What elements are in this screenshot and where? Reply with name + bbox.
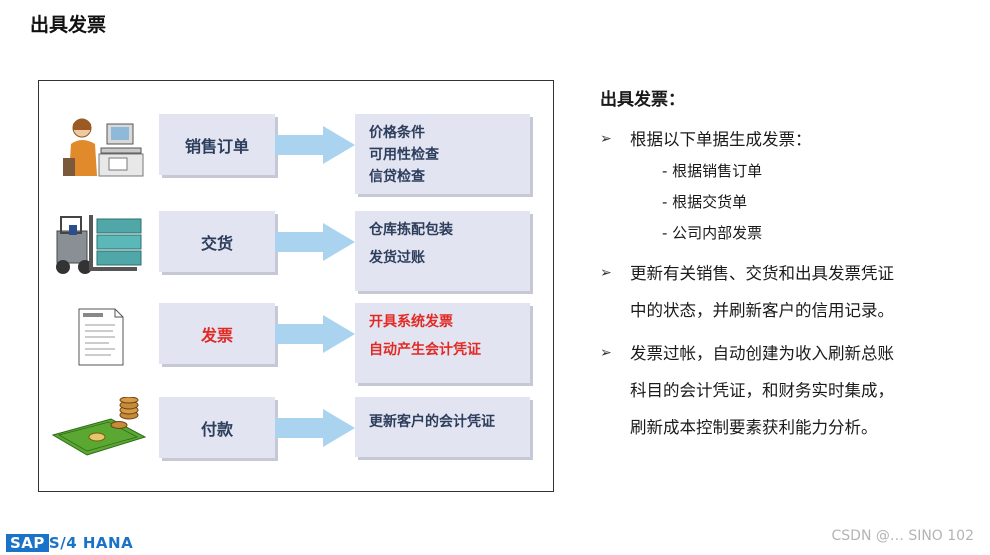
arrow-icon (275, 315, 355, 353)
bullet-text-line: 中的状态，并刷新客户的信用记录。 (630, 301, 894, 320)
stage-invoice: 发票 开具系统发票 自动产生会计凭证 (39, 303, 553, 383)
step-delivery: 交货 (159, 211, 275, 272)
arrow-icon (275, 223, 355, 261)
invoice-document-icon (78, 308, 124, 366)
arrow-icon (275, 126, 355, 164)
step-sales-order: 销售订单 (159, 114, 275, 175)
detail-item: 价格条件 (369, 125, 425, 141)
step-invoice: 发票 (159, 303, 275, 364)
step-label: 交货 (200, 233, 233, 253)
page-title: 出具发票 (30, 14, 107, 36)
detail-item: 开具系统发票 (369, 314, 453, 330)
stage-sales-order: 销售订单 价格条件 可用性检查 信贷检查 (39, 114, 553, 194)
detail-item: 更新客户的会计凭证 (369, 414, 495, 430)
arrow-bullet-icon: ➢ (600, 265, 612, 281)
process-diagram: 销售订单 价格条件 可用性检查 信贷检查 交货 (38, 80, 554, 492)
details-sales-order: 价格条件 可用性检查 信贷检查 (355, 114, 530, 194)
detail-item: 自动产生会计凭证 (369, 342, 481, 358)
bullet-text-line: 刷新成本控制要素获利能力分析。 (630, 418, 878, 437)
notes-panel: 出具发票： ➢ 根据以下单据生成发票： - 根据销售订单 - 根据交货单 - 公… (600, 85, 960, 446)
forklift-with-boxes-icon (56, 215, 142, 274)
bullet-text-line: 科目的会计凭证，和财务实时集成， (630, 381, 894, 400)
cash-and-coins-icon (51, 397, 147, 456)
sublist: - 根据销售订单 - 根据交货单 - 公司内部发票 (600, 156, 960, 249)
sub-item: - 根据交货单 (662, 193, 748, 211)
stage-delivery: 交货 仓库拣配包装 发货过账 (39, 211, 553, 291)
sales-clerk-at-computer-icon (63, 118, 144, 177)
arrow-bullet-icon: ➢ (600, 131, 612, 147)
arrow-bullet-icon: ➢ (600, 345, 612, 361)
bullet-text: 根据以下单据生成发票： (630, 130, 812, 149)
bullet-source-documents: ➢ 根据以下单据生成发票： (600, 123, 960, 156)
detail-item: 可用性检查 (369, 147, 439, 163)
bullet-update-status: ➢ 更新有关销售、交货和出具发票凭证 中的状态，并刷新客户的信用记录。 (600, 255, 960, 329)
detail-item: 发货过账 (369, 250, 425, 266)
step-label: 发票 (200, 325, 233, 345)
sub-item: - 根据销售订单 (662, 162, 763, 180)
step-label: 付款 (200, 419, 233, 439)
detail-item: 信贷检查 (369, 169, 425, 185)
details-delivery: 仓库拣配包装 发货过账 (355, 211, 530, 291)
arrow-icon (275, 409, 355, 447)
bullet-text-line: 更新有关销售、交货和出具发票凭证 (630, 264, 894, 283)
sub-item: - 公司内部发票 (662, 224, 763, 242)
watermark: CSDN @… SINO 102 (831, 528, 975, 544)
bullet-invoice-posting: ➢ 发票过帐，自动创建为收入刷新总账 科目的会计凭证，和财务实时集成， 刷新成本… (600, 335, 960, 446)
step-payment: 付款 (159, 397, 275, 458)
bullet-text-line: 发票过帐，自动创建为收入刷新总账 (630, 344, 894, 363)
detail-item: 仓库拣配包装 (369, 222, 453, 238)
step-label: 销售订单 (184, 136, 249, 156)
stage-payment: 付款 更新客户的会计凭证 (39, 397, 553, 463)
details-payment: 更新客户的会计凭证 (355, 397, 530, 457)
details-invoice: 开具系统发票 自动产生会计凭证 (355, 303, 530, 383)
notes-title: 出具发票： (600, 90, 685, 110)
